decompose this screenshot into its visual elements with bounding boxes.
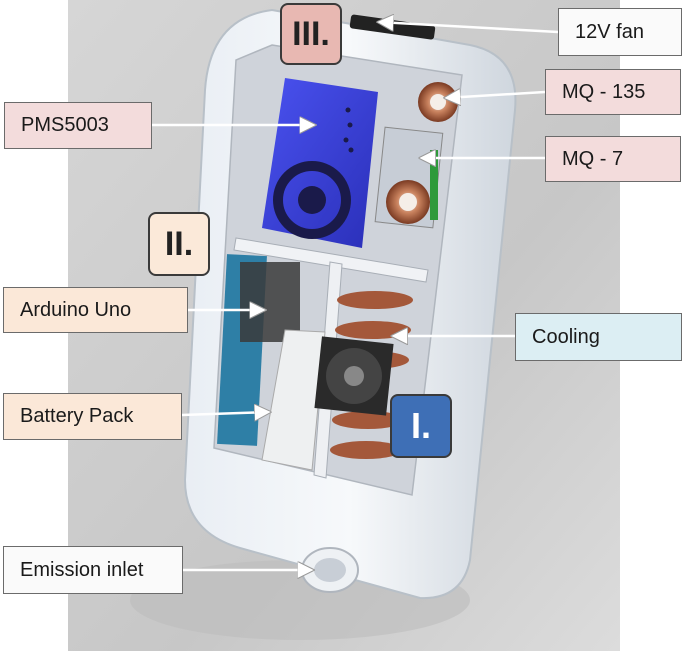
label-mq7: MQ - 7 <box>545 136 681 182</box>
arrow-mq135 <box>445 92 546 98</box>
label-12v-fan: 12V fan <box>558 8 682 56</box>
section-marker-ii: II. <box>148 212 210 276</box>
callout-arrows <box>152 22 559 570</box>
label-emission-inlet: Emission inlet <box>3 546 183 594</box>
arrow-fan <box>378 22 559 34</box>
section-marker-iii: III. <box>280 3 342 65</box>
arrow-battery <box>181 412 270 415</box>
label-battery-pack: Battery Pack <box>3 393 182 440</box>
pms-fan-ring <box>273 161 351 239</box>
label-mq135: MQ - 135 <box>545 69 681 115</box>
shelf-divider <box>233 237 429 283</box>
label-pms5003: PMS5003 <box>4 102 152 149</box>
label-arduino-uno: Arduino Uno <box>3 287 188 333</box>
label-cooling: Cooling <box>515 313 682 361</box>
section-marker-i: I. <box>390 394 452 458</box>
